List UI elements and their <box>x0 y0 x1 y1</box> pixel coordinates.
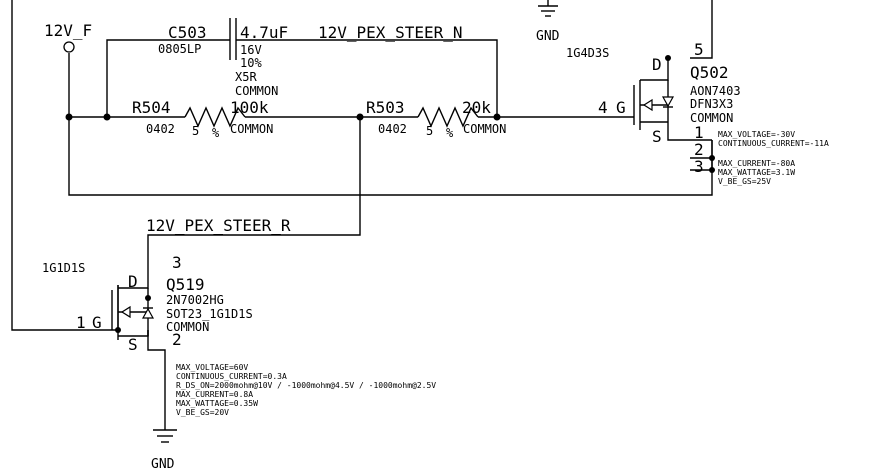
q519-code: 1G1D1S <box>42 261 85 275</box>
r503-ref: R503 <box>366 98 405 117</box>
junction-dot <box>65 113 73 121</box>
q502-note: CONTINUOUS_CURRENT=-11A <box>718 139 829 148</box>
c503-ref: C503 <box>168 23 207 42</box>
r503-tolerance: 5 <box>426 124 433 138</box>
power-terminal-12v-f: 12V_F <box>44 21 92 53</box>
resistor-zigzag-icon <box>417 106 479 128</box>
mosfet-q519: D 1 G S 3 2 1G1D1S Q519 2N7002HG SOT23_1… <box>42 253 436 417</box>
q502-pin-1: 1 <box>694 123 704 142</box>
r503-value: 20k <box>462 98 491 117</box>
r503-pct: % <box>446 126 454 140</box>
q502-pin-g: G <box>616 98 626 117</box>
q519-note: MAX_VOLTAGE=60V <box>176 363 248 372</box>
q519-note: MAX_WATTAGE=0.35W <box>176 399 258 408</box>
net-label-gnd-top: GND <box>536 29 560 44</box>
ground-symbol-top: GND <box>536 5 560 44</box>
r503-type: COMMON <box>463 122 506 136</box>
terminal-circle-icon <box>63 41 75 53</box>
q502-package: DFN3X3 <box>690 97 733 111</box>
q502-pin-d: D <box>652 55 662 74</box>
c503-tolerance: 10% <box>240 56 262 70</box>
q502-note: MAX_CURRENT=-80A <box>718 159 795 168</box>
mosfet-q502: D 4 G S 5 1 2 3 1G4D3S Q502 AON7403 DFN3… <box>566 40 829 186</box>
q502-pin-g-num: 4 <box>598 98 608 117</box>
q502-pin-s: S <box>652 127 662 146</box>
q502-pin-5: 5 <box>694 40 704 59</box>
resistor-r503: R503 20k 0402 5 % COMMON <box>366 98 506 140</box>
q519-pin-g: G <box>92 313 102 332</box>
r504-tolerance: 5 <box>192 124 199 138</box>
c503-type: COMMON <box>235 84 278 98</box>
r504-ref: R504 <box>132 98 171 117</box>
ground-icon <box>153 429 177 443</box>
net-label-12v-pex-steer-r: 12V_PEX_STEER_R <box>146 216 291 235</box>
junction-dot <box>709 155 715 161</box>
net-label-12v-pex-steer-n: 12V_PEX_STEER_N <box>318 23 463 42</box>
q519-ref: Q519 <box>166 275 205 294</box>
r504-value: 100k <box>230 98 269 117</box>
q519-part: 2N7002HG <box>166 293 224 307</box>
q519-pin-2: 2 <box>172 330 182 349</box>
q502-note: MAX_VOLTAGE=-30V <box>718 130 795 139</box>
q519-pin-s: S <box>128 335 138 354</box>
q519-note: CONTINUOUS_CURRENT=0.3A <box>176 372 287 381</box>
junction-dot <box>493 113 501 121</box>
junction-dot <box>665 55 671 61</box>
c503-value: 4.7uF <box>240 23 288 42</box>
net-label-12v-f: 12V_F <box>44 21 92 40</box>
junction-dot <box>709 167 715 173</box>
q519-pin-d: D <box>128 272 138 291</box>
q502-pin-2: 2 <box>694 140 704 159</box>
r504-type: COMMON <box>230 122 273 136</box>
q519-package: SOT23_1G1D1S <box>166 307 253 321</box>
q502-note: V_BE_GS=25V <box>718 177 771 186</box>
wires <box>11 0 713 430</box>
q502-part: AON7403 <box>690 84 741 98</box>
q502-pin-3: 3 <box>694 157 704 176</box>
r504-package: 0402 <box>146 122 175 136</box>
q519-type: COMMON <box>166 320 209 334</box>
c503-voltage: 16V <box>240 43 262 57</box>
mosfet-icon <box>111 275 155 340</box>
q519-note: R_DS_ON=2000mohm@10V / -1000mohm@4.5V / … <box>176 381 436 390</box>
ground-icon <box>538 5 558 17</box>
q519-pin-3: 3 <box>172 253 182 272</box>
q519-note: MAX_CURRENT=0.8A <box>176 390 253 399</box>
resistor-r504: R504 100k 0402 5 % COMMON <box>132 98 273 140</box>
c503-dielectric: X5R <box>235 70 257 84</box>
junctions <box>65 55 715 333</box>
c503-package: 0805LP <box>158 42 201 56</box>
net-label-gnd-bottom: GND <box>151 457 175 472</box>
junction-dot <box>356 113 364 121</box>
r504-pct: % <box>212 126 220 140</box>
q519-note: V_BE_GS=20V <box>176 408 229 417</box>
capacitor-c503: C503 4.7uF 0805LP 16V 10% X5R COMMON <box>158 18 288 98</box>
ground-symbol-bottom: GND <box>151 429 177 472</box>
q502-code: 1G4D3S <box>566 46 609 60</box>
r503-package: 0402 <box>378 122 407 136</box>
q502-note: MAX_WATTAGE=3.1W <box>718 168 795 177</box>
q502-type: COMMON <box>690 111 733 125</box>
resistor-zigzag-icon <box>184 106 246 128</box>
q502-ref: Q502 <box>690 63 729 82</box>
q519-pin-g-num: 1 <box>76 313 86 332</box>
junction-dot <box>103 113 111 121</box>
mosfet-icon <box>633 75 675 130</box>
